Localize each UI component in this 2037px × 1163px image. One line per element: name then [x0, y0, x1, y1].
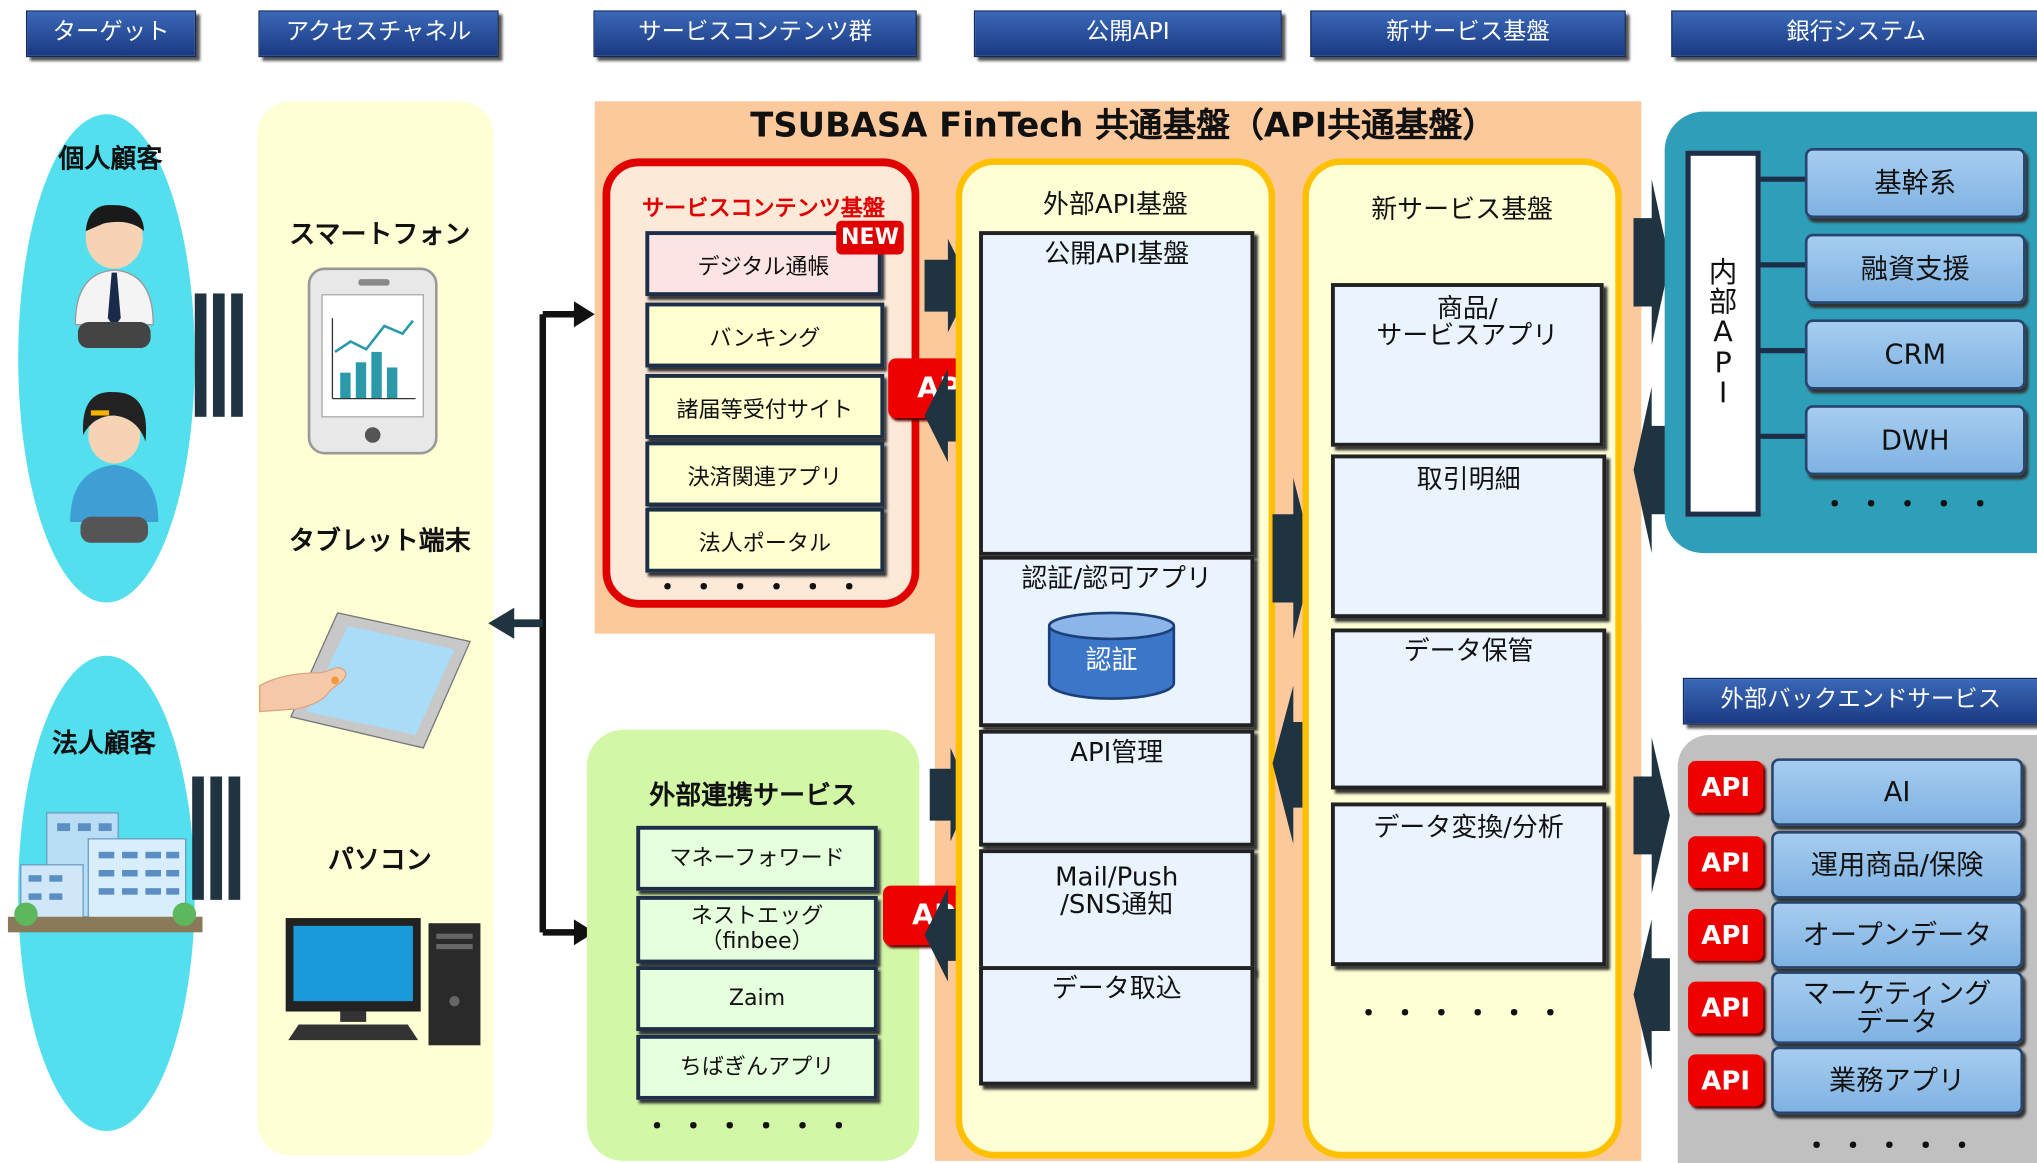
data-conversion-box: データ変換/分析 [1330, 802, 1607, 967]
header-new-service: 新サービス基盤 [1310, 10, 1626, 58]
service-item-payment-apps: 決済関連アプリ [645, 441, 885, 507]
header-target: ターゲット [25, 10, 197, 58]
transaction-details-box: 取引明細 [1330, 454, 1607, 619]
backend-item-open-data: オープンデータ [1771, 901, 2024, 969]
database-icon [1047, 611, 1176, 700]
platform-title: TSUBASA FinTech 共通基盤（API共通基盤） [750, 106, 1497, 146]
corporate-customer-label: 法人顧客 [51, 727, 156, 759]
separator-bar [231, 293, 243, 417]
separator-bar [228, 776, 241, 900]
bank-item-loan-support: 融資支援 [1804, 233, 2026, 304]
internal-api-connectors [1758, 176, 1811, 439]
backend-api-badge: API [1688, 1054, 1764, 1107]
public-api-base: 公開API基盤 [979, 231, 1255, 556]
new-service-more: ・・・・・・ [1355, 997, 1574, 1029]
bank-item-core: 基幹系 [1804, 148, 2026, 219]
service-contents-title: サービスコンテンツ基盤 [642, 196, 885, 223]
separator-bar [212, 293, 225, 417]
external-backend-title: 外部バックエンドサービス [1682, 677, 2037, 725]
auth-db-label: 認証 [1085, 644, 1138, 676]
bank-system-more: ・・・・・ [1821, 488, 2004, 520]
person-icon [70, 204, 159, 543]
service-item-corporate-portal: 法人ポータル [645, 507, 885, 573]
separator-bar [194, 293, 207, 417]
new-badge: NEW [836, 220, 904, 255]
bank-item-crm: CRM [1804, 319, 2026, 390]
external-backend-more: ・・・・・ [1803, 1129, 1986, 1161]
new-service-title: 新サービス基盤 [1371, 193, 1554, 225]
pc-label: パソコン [327, 844, 432, 876]
external-services-more: ・・・・・・ [644, 1110, 863, 1142]
header-public-api: 公開API [973, 10, 1282, 58]
separator-bar [210, 776, 223, 900]
separator-bar [192, 776, 204, 900]
service-contents-more: ・・・・・・ [654, 571, 873, 603]
tablet-icon [259, 612, 471, 749]
external-item-nestegg: ネストエッグ （finbee） [636, 895, 878, 964]
backend-flow-arrows [1633, 179, 1670, 1070]
bank-item-dwh: DWH [1804, 405, 2026, 476]
external-item-chibagin-app: ちばぎんアプリ [636, 1034, 878, 1100]
external-item-zaim: Zaim [636, 966, 878, 1032]
header-bank-system: 銀行システム [1671, 10, 2037, 58]
backend-api-badge: API [1688, 981, 1764, 1034]
building-icon [7, 812, 203, 933]
pc-icon [285, 918, 481, 1046]
data-storage-box: データ保管 [1330, 628, 1607, 790]
api-management-box: API管理 [979, 729, 1255, 847]
notification-box: Mail/Push /SNS通知 [979, 849, 1255, 974]
individual-customer-label: 個人顧客 [58, 142, 163, 174]
internal-api-box: 内 部 A P I [1685, 150, 1761, 517]
external-item-moneyforward: マネーフォワード [636, 825, 878, 891]
smartphone-icon [307, 267, 438, 455]
backend-item-investment-insurance: 運用商品/保険 [1771, 831, 2024, 899]
auth-app-label: 認証/認可アプリ [1021, 562, 1212, 594]
backend-api-badge: API [1688, 760, 1764, 813]
backend-api-badge: API [1688, 908, 1764, 961]
backend-api-badge: API [1688, 836, 1764, 889]
smartphone-label: スマートフォン [289, 218, 471, 250]
service-item-banking: バンキング [645, 302, 885, 368]
external-api-title: 外部API基盤 [1042, 188, 1188, 220]
data-import-box: データ取込 [979, 966, 1255, 1086]
product-service-app-box: 商品/ サービスアプリ [1330, 283, 1604, 447]
backend-item-marketing-data: マーケティング データ [1771, 971, 2024, 1044]
service-item-notifications-site: 諸届等受付サイト [645, 373, 885, 439]
tablet-label: タブレット端末 [288, 524, 471, 556]
external-services-title: 外部連携サービス [649, 779, 858, 811]
backend-item-ai: AI [1771, 758, 2024, 826]
header-access-channel: アクセスチャネル [258, 10, 499, 58]
channel-connector-arrows [488, 301, 595, 946]
backend-item-business-app: 業務アプリ [1771, 1046, 2024, 1115]
header-service-contents: サービスコンテンツ群 [593, 10, 917, 58]
